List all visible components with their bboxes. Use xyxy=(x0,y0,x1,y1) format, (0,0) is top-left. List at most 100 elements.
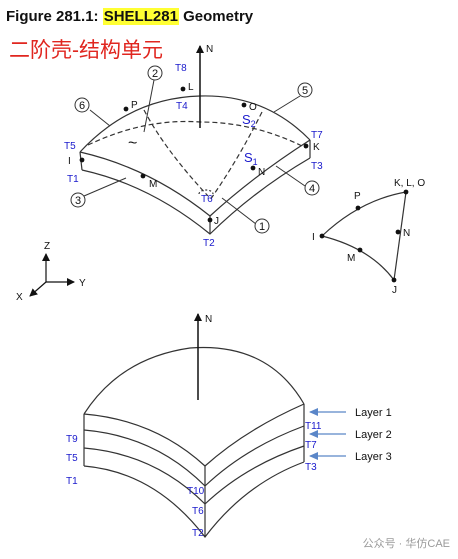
layered-t9-label: T9 xyxy=(66,434,78,445)
face-number-callouts xyxy=(83,79,306,225)
node-k-label: K xyxy=(313,142,320,153)
layer-2-label: Layer 2 xyxy=(355,429,392,441)
tri-node-m-dot xyxy=(357,247,363,253)
surface-s1-letter: S xyxy=(244,150,253,165)
node-m-dot xyxy=(140,173,146,179)
face-6-number: 6 xyxy=(79,100,85,112)
thickness-t4-label: T4 xyxy=(176,101,188,112)
face-4-leader xyxy=(275,165,306,187)
face-5-circle xyxy=(297,82,313,98)
node-i-label: I xyxy=(68,156,71,167)
thickness-t3-label: T3 xyxy=(311,161,323,172)
thickness-t2-label: T2 xyxy=(203,238,215,249)
tri-node-p-dot xyxy=(355,205,361,211)
layered-t10-label: T10 xyxy=(187,486,205,497)
layered-t6-label: T6 xyxy=(192,506,204,517)
face-number-circles xyxy=(70,65,320,234)
layered-t1-label: T1 xyxy=(66,476,78,487)
surface-s2-subscript: 2 xyxy=(251,119,256,129)
node-m-label: M xyxy=(149,179,157,190)
shell-coordinate-circle xyxy=(198,189,214,195)
tri-node-i-dot xyxy=(319,233,325,239)
layered-top-dome xyxy=(83,346,305,415)
wechat-watermark: 公众号 · 华仿CAE xyxy=(362,538,450,550)
global-axes xyxy=(29,253,75,297)
node-l-dot xyxy=(180,86,186,92)
triangle-edge-i-j xyxy=(321,235,395,281)
layered-t2-label: T2 xyxy=(192,528,204,539)
layered-t5-label: T5 xyxy=(66,453,78,464)
face-3-leader xyxy=(83,177,127,197)
shell-midsurface-cross xyxy=(143,109,209,197)
axis-y-label: Y xyxy=(79,278,86,289)
figure-title-suffix: Geometry xyxy=(183,8,254,25)
layered-top-edge-front xyxy=(83,403,305,467)
tri-node-k-dot xyxy=(403,189,409,195)
surface-s2-letter: S xyxy=(242,112,251,127)
node-k-dot xyxy=(303,143,309,149)
layered-t7-label: T7 xyxy=(305,440,317,451)
surface-s2-label: S2 xyxy=(242,112,256,129)
layer-1-label: Layer 1 xyxy=(355,407,392,419)
triangle-edge-j-k xyxy=(393,191,407,281)
shell-midsurface-left xyxy=(87,120,307,149)
surface-s1-label: S1 xyxy=(244,150,258,167)
triangle-node-dots xyxy=(319,189,409,283)
face-1-leader xyxy=(221,197,257,225)
thickness-t7-label: T7 xyxy=(311,130,323,141)
tri-node-j-dot xyxy=(391,277,397,283)
tri-node-m-label: M xyxy=(347,253,355,264)
figure-title-prefix: Figure 281.1: xyxy=(6,8,99,25)
face-6-leader xyxy=(89,109,111,127)
axis-z-label: Z xyxy=(44,241,50,252)
face-5-number: 5 xyxy=(302,85,308,97)
figure-title: Figure 281.1: SHELL281 Geometry xyxy=(6,8,253,25)
triangle-edge-k-i xyxy=(321,191,407,237)
face-1-circle xyxy=(254,218,270,234)
tri-node-n-label: N xyxy=(403,228,410,239)
node-n-label: N xyxy=(258,167,265,178)
node-j-label: J xyxy=(214,216,219,227)
face-number-texts: 1 2 3 4 5 6 xyxy=(75,68,315,233)
layered-shell-view xyxy=(83,346,305,538)
node-j-dot xyxy=(207,217,213,223)
face-6-circle xyxy=(74,97,90,113)
shell-node-dots xyxy=(79,86,309,223)
layered-t3-label: T3 xyxy=(305,462,317,473)
thickness-t8-label: T8 xyxy=(175,63,187,74)
face-4-number: 4 xyxy=(309,183,315,195)
shell-normal-label: N xyxy=(206,44,213,55)
shell-element-view xyxy=(79,95,311,235)
node-l-label: L xyxy=(188,82,194,93)
face-1-number: 1 xyxy=(259,221,265,233)
thickness-t6-label: T6 xyxy=(201,194,213,205)
shell-top-edge-back xyxy=(79,95,311,153)
axis-x-label: X xyxy=(16,292,23,303)
face-3-number: 3 xyxy=(75,195,81,207)
face-2-circle xyxy=(147,65,163,81)
node-p-label: P xyxy=(131,100,138,111)
face-2-number: 2 xyxy=(152,68,158,80)
triangle-element-view xyxy=(321,191,407,281)
node-o-label: O xyxy=(249,102,257,113)
node-p-dot xyxy=(123,106,129,112)
surface-s1-subscript: 1 xyxy=(253,157,258,167)
tri-node-j-label: J xyxy=(392,285,397,296)
layer-3-label: Layer 3 xyxy=(355,451,392,463)
shell-top-edge-front xyxy=(79,139,311,217)
layered-normal-label: N xyxy=(205,314,212,325)
tri-node-i-label: I xyxy=(312,232,315,243)
node-o-dot xyxy=(241,102,247,108)
edge-tilde-mark: ~ xyxy=(128,135,137,152)
shell-midsurface-cross-2 xyxy=(209,111,263,201)
node-i-dot xyxy=(79,157,85,163)
tri-node-n-dot xyxy=(395,229,401,235)
element-name-highlight: SHELL281 xyxy=(102,8,179,25)
face-4-circle xyxy=(304,180,320,196)
face-2-leader xyxy=(143,79,155,133)
layered-bottom-edge xyxy=(83,461,305,538)
tri-node-klo-label: K, L, O xyxy=(394,178,425,189)
node-n-dot xyxy=(250,165,256,171)
chinese-subtitle: 二阶壳-结构单元 xyxy=(9,39,163,62)
